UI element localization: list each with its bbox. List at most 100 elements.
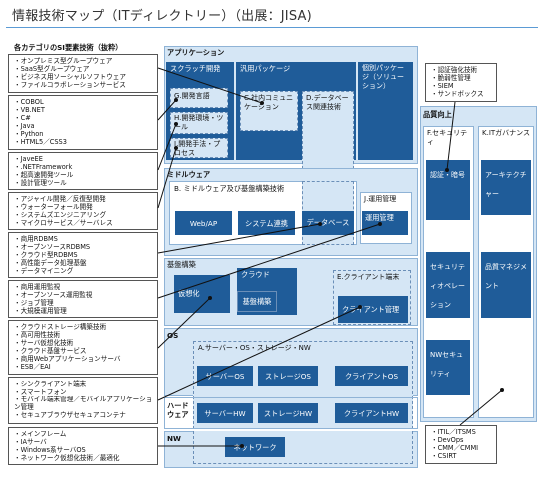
list-item: 超高速開発ツール	[14, 171, 153, 179]
dev-language-label: G.開発言語	[174, 92, 210, 100]
list-item: C#	[14, 114, 153, 122]
list-item: アジャイル開発／反復型開発	[14, 195, 153, 203]
list-item: CSIRT	[431, 452, 492, 460]
list-item: 脆弱性管理	[431, 74, 492, 82]
tech-list-security: 認証強化技術脆弱性管理SIEMサンドボックス	[425, 63, 497, 102]
server-hw-box: サーバーHW	[197, 403, 253, 423]
list-item: セキュアブラウザセキュアコンテナ	[14, 411, 153, 419]
individual-package-header: 個別パッケージ（ソリューション）	[358, 62, 413, 160]
tech-list-governance: ITIL／ITSMSDevOpsCMM／CMMICSIRT	[425, 425, 497, 464]
list-item: クラウド基盤サービス	[14, 347, 153, 355]
auth-crypto-label: 認証・暗号	[430, 171, 465, 179]
hardware-title: ハード ウェア	[167, 401, 189, 419]
ops-mgmt-section-label: J.運用管理	[364, 195, 397, 203]
communication-box: C.社内コミュニケーション	[240, 91, 298, 131]
architecture-box: アーキテクチャー	[481, 160, 531, 215]
connector-line	[157, 223, 321, 254]
dev-process-label: I.開発手法・プロセス	[174, 140, 221, 157]
infra-build-box: 基盤構築	[237, 291, 277, 312]
connector-line	[157, 223, 381, 299]
list-item: ビジネス用ソーシャルソフトウェア	[14, 73, 153, 81]
tech-list-network: メインフレームIAサーバWindows系サーバOSネットワーク仮想化技術／最適化	[8, 427, 158, 465]
web-ap-box: Web/AP	[175, 211, 232, 235]
connector-dot	[174, 98, 178, 102]
security-label: F.セキュリティ	[427, 129, 468, 146]
list-item: ジョブ管理	[14, 299, 153, 307]
list-item: COBOL	[14, 98, 153, 106]
list-item: 高可用性技術	[14, 331, 153, 339]
dev-process-box: I.開発手法・プロセス	[170, 138, 228, 158]
security-ops-label: セキュリティオペレーション	[430, 263, 465, 309]
server-storage-nw-label: A.サーバー・OS・ストレージ・NW	[198, 344, 311, 352]
tech-list-infrastructure: クラウドストレージ構築技術高可用性技術サーバ仮想化技術クラウド基盤サービス商用W…	[8, 320, 158, 375]
list-item: スマートフォン	[14, 388, 153, 396]
list-item: ESB／EAI	[14, 363, 153, 371]
connector-line	[157, 67, 263, 104]
dev-tools-label: H.開発環境・ツール	[174, 114, 224, 131]
individual-package-label: 個別パッケージ（ソリューション）	[362, 64, 404, 90]
middleware-title: ミドルウェア	[167, 170, 211, 179]
list-item: データマイニング	[14, 267, 153, 275]
list-item: 高性能データ処理基盤	[14, 259, 153, 267]
dev-language-box: G.開発言語	[170, 88, 228, 108]
list-item: サーバ仮想化技術	[14, 339, 153, 347]
network-box: ネットワーク	[225, 437, 285, 457]
client-os-box: クライアントOS	[335, 366, 408, 386]
list-item: オープンソースRDBMS	[14, 243, 153, 251]
middleware-section-label: B. ミドルウェア及び基盤構築技術	[174, 184, 285, 193]
list-item: Java	[14, 122, 153, 130]
tech-list-operations: 商用運用監視オープンソース運用監視ジョブ管理大規模運用管理	[8, 280, 158, 318]
cloud-label: クラウド	[241, 270, 270, 279]
list-item: 認証強化技術	[431, 66, 492, 74]
tech-list-dev-env: JaveEE.NETFramework超高速開発ツール設計管理ツール	[8, 152, 158, 190]
connector-dot	[445, 168, 449, 172]
list-item: CMM／CMMI	[431, 444, 492, 452]
connector-line	[157, 123, 177, 171]
dev-tools-box: H.開発環境・ツール	[170, 112, 228, 134]
list-item: 商用Webアプリケーションサーバ	[14, 355, 153, 363]
application-title: アプリケーション	[167, 48, 225, 57]
connector-dot	[174, 122, 178, 126]
connector-dot	[500, 388, 504, 392]
client-mgmt-box: クライアント管理	[338, 296, 408, 323]
package-header: 汎用パッケージ	[236, 62, 356, 77]
communication-label: C.社内コミュニケーション	[244, 94, 294, 111]
connector-dot	[240, 444, 244, 448]
connector-line	[446, 101, 456, 171]
server-os-box: サーバーOS	[197, 366, 253, 386]
nw-security-box: NWセキュリティ	[426, 340, 470, 395]
client-hw-box: クライアントHW	[335, 403, 408, 423]
connector-dot	[208, 296, 212, 300]
database-tech-label: D.データベース関連技術	[306, 94, 349, 111]
nw-security-label: NWセキュリティ	[430, 351, 464, 378]
list-caption: 各カテゴリのSI要素技術（抜粋）	[14, 43, 123, 52]
quality-title: 品質向上	[423, 110, 452, 119]
list-item: JaveEE	[14, 155, 153, 163]
title-divider	[6, 27, 538, 28]
connector-line	[157, 297, 211, 349]
tech-list-groupware: オンプレミス型グループウェアSaaS型グループウェアビジネス用ソーシャルソフトウ…	[8, 54, 158, 93]
client-terminal-label: E.クライアント端末	[337, 273, 400, 281]
list-item: VB.NET	[14, 106, 153, 114]
list-item: 大規模運用管理	[14, 307, 153, 315]
quality-mgmt-box: 品質マネジメント	[481, 252, 531, 318]
list-item: クラウドストレージ構築技術	[14, 323, 153, 331]
list-item: モバイル端末管理／モバイルアプリケーション管理	[14, 396, 153, 411]
list-item: ウォーターフォール開発	[14, 203, 153, 211]
list-item: ファイルコラボレーションサービス	[14, 81, 153, 89]
connector-line	[459, 389, 503, 426]
virtualization-label: 仮想化	[178, 289, 200, 298]
nw-title: NW	[167, 434, 181, 443]
storage-hw-box: ストレージHW	[258, 403, 318, 423]
tech-list-client: シンクライアント端末スマートフォンモバイル端末管理／モバイルアプリケーション管理…	[8, 377, 158, 424]
connector-line	[157, 306, 361, 401]
client-mgmt-label: クライアント管理	[342, 305, 400, 314]
architecture-label: アーキテクチャー	[485, 171, 527, 198]
governance-label: K.ITガバナンス	[482, 129, 531, 137]
list-item: クラウド型RDBMS	[14, 251, 153, 259]
ops-mgmt-box: 運用管理	[362, 211, 408, 235]
scratch-dev-header: スクラッチ開発	[166, 62, 234, 77]
list-item: Python	[14, 130, 153, 138]
connector-dot	[174, 146, 178, 150]
list-item: シンクライアント端末	[14, 380, 153, 388]
